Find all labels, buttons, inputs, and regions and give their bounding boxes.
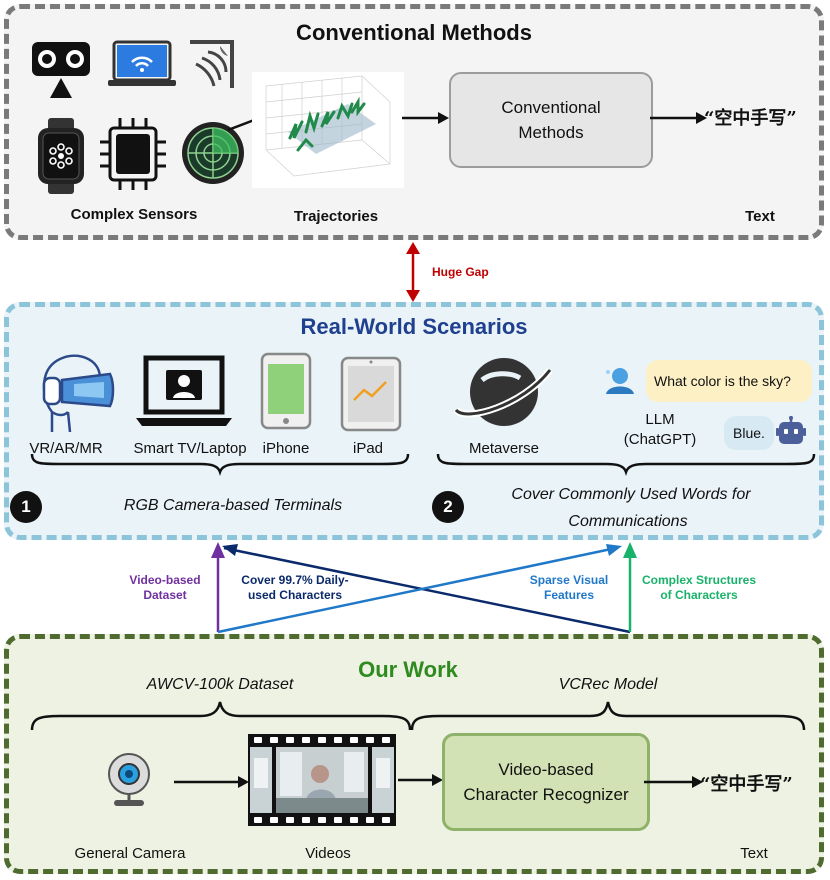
arrow-recognizer-to-text	[644, 776, 703, 788]
sparse-visual-label: Sparse Visual Features	[522, 573, 616, 603]
general-camera-label: General Camera	[74, 845, 186, 862]
robot-icon	[776, 416, 806, 444]
video-based-line1: Video-based	[129, 573, 201, 587]
model-brace-label: VCRec Model	[558, 676, 658, 693]
chat-answer-bubble: Blue.	[724, 416, 774, 450]
arrow-camera-to-videos	[174, 776, 249, 788]
our-work-title: Our Work	[358, 657, 458, 682]
chip-icon	[100, 118, 166, 190]
rgb-terminals-label: RGB Camera-based Terminals	[123, 497, 343, 514]
video-film-icon	[248, 734, 396, 826]
trajectory-plot-image	[252, 72, 404, 188]
character-recognizer-box: Video-based Character Recognizer	[442, 733, 650, 831]
stereo-camera-icon	[32, 42, 90, 98]
cover-characters-label: Cover 99.7% Daily- used Characters	[232, 573, 358, 603]
arrow-methods-to-text	[650, 112, 707, 124]
device-label-iphone: iPhone	[262, 440, 310, 457]
device-label-ipad: iPad	[352, 440, 384, 457]
huge-gap-label: Huge Gap	[432, 265, 489, 279]
our-work-panel	[4, 634, 824, 874]
complex-structures-label: Complex Structures of Characters	[636, 573, 762, 603]
chat-question-bubble: What color is the sky?	[646, 360, 812, 402]
llm-label-line2: (ChatGPT)	[623, 431, 697, 449]
video-based-dataset-label: Video-based Dataset	[120, 573, 210, 603]
huge-gap-arrow	[406, 242, 420, 302]
recognizer-line2: Character Recognizer	[463, 785, 629, 804]
arrow-trajectories-to-methods	[402, 112, 449, 124]
smartwatch-icon	[38, 118, 84, 194]
sparse-line1: Sparse Visual	[529, 573, 609, 587]
chat-answer-text: Blue.	[733, 425, 765, 441]
ipad-icon	[340, 356, 402, 432]
common-words-line1: Cover Commonly Used Words for	[511, 486, 751, 503]
brace-model	[410, 701, 806, 731]
radar-wave-icon	[190, 40, 234, 88]
metaverse-planet-icon	[453, 358, 553, 426]
webcam-icon	[108, 753, 150, 806]
methods-box-line1: Conventional	[501, 97, 601, 117]
cover-line1: Cover 99.7% Daily-	[241, 573, 349, 587]
device-label-laptop: Smart TV/Laptop	[133, 440, 247, 457]
videos-label: Videos	[305, 845, 351, 862]
arrow-videos-to-recognizer	[398, 774, 443, 786]
recognizer-line1: Video-based	[498, 759, 594, 779]
complex-line1: Complex Structures	[641, 573, 757, 587]
llm-label-line1: LLM	[645, 411, 675, 428]
device-label-vr: VR/AR/MR	[29, 440, 103, 457]
common-words-line2: Communications	[568, 513, 688, 530]
brace-terminals	[30, 453, 410, 476]
number-badge-2: 2	[432, 491, 464, 523]
radar-scope-icon	[182, 122, 244, 184]
cover-line2: used Characters	[247, 588, 343, 602]
laptop-user-icon	[136, 355, 232, 426]
bottom-text-label: Text	[740, 845, 768, 862]
video-based-line2: Dataset	[143, 588, 187, 602]
llm-label: LLM (ChatGPT)	[624, 410, 697, 451]
chat-question-text: What color is the sky?	[654, 373, 791, 389]
sparse-line2: Features	[543, 588, 595, 602]
conventional-methods-title: Conventional Methods	[296, 20, 532, 45]
iphone-icon	[260, 352, 312, 430]
methods-box-line2: Methods	[518, 123, 584, 142]
conventional-methods-box: Conventional Methods	[449, 72, 653, 168]
vr-headset-icon	[42, 354, 115, 433]
complex-line2: of Characters	[660, 588, 738, 602]
trajectories-label: Trajectories	[293, 208, 379, 225]
number-badge-1: 1	[10, 491, 42, 523]
bottom-output-text: “空中手写”	[700, 774, 793, 795]
top-text-label: Text	[745, 208, 775, 225]
dataset-brace-label: AWCV-100k Dataset	[146, 676, 294, 693]
brace-dataset	[30, 701, 412, 731]
brace-common-words	[436, 453, 816, 476]
top-output-text: “空中手写”	[704, 108, 797, 129]
device-label-metaverse: Metaverse	[468, 440, 540, 457]
complex-sensors-label: Complex Sensors	[70, 206, 198, 223]
laptop-wifi-icon	[108, 40, 176, 86]
chatbot-user-icon	[606, 368, 634, 394]
real-world-scenarios-title: Real-World Scenarios	[300, 314, 528, 339]
